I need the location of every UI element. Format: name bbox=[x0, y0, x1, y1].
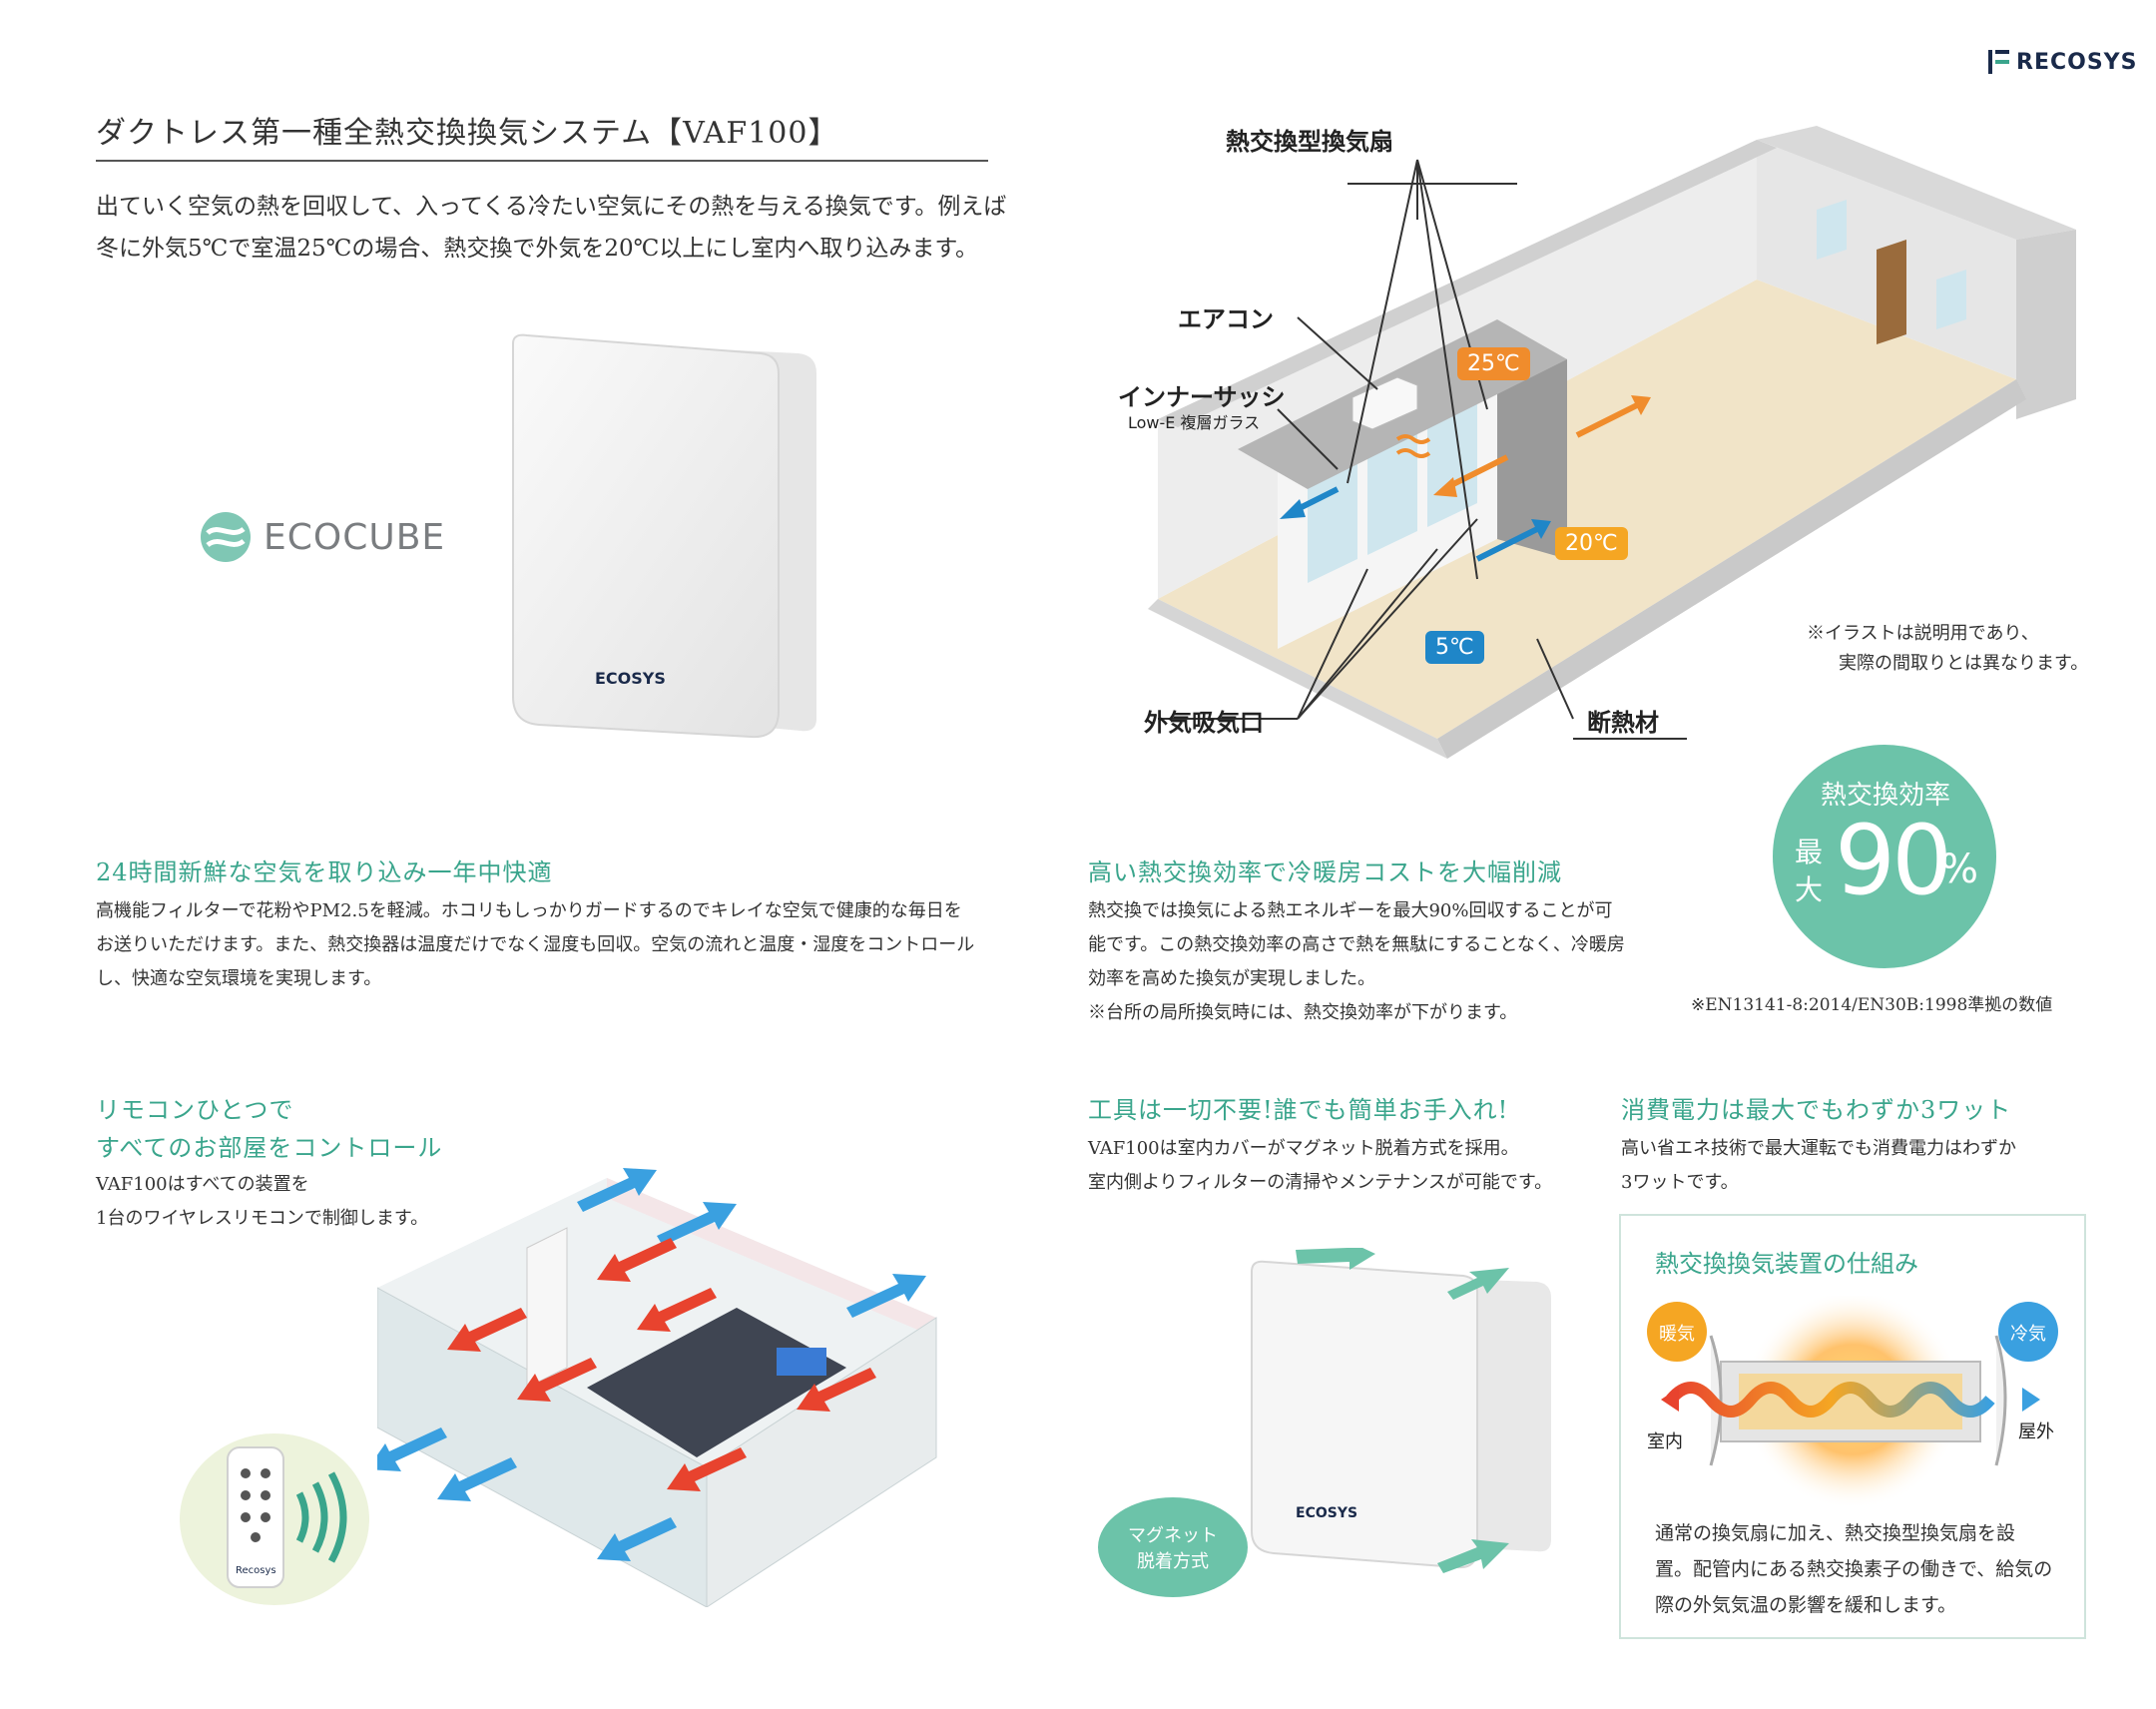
efficiency-badge-prefix-top: 最 bbox=[1795, 836, 1824, 868]
ecocube-logo: ECOCUBE bbox=[198, 509, 457, 565]
efficiency-badge-prefix-bottom: 大 bbox=[1795, 873, 1824, 906]
mechanism-title: 熱交換換気装置の仕組み bbox=[1655, 1250, 1918, 1278]
illustration-note: ※イラストは説明用であり、 実際の間取りとは異なります。 bbox=[1807, 619, 2116, 679]
efficiency-badge-unit: % bbox=[1940, 847, 1979, 892]
ecocube-logo-text: ECOCUBE bbox=[264, 517, 446, 558]
power-line-2: 3ワットです。 bbox=[1621, 1172, 1739, 1193]
mechanism-box: 熱交換換気装置の仕組み 暖気 冷気 室内 屋外 通常の換気扇に加え、熱交換 bbox=[1619, 1214, 2086, 1639]
efficiency-badge-value: 90 bbox=[1835, 805, 1952, 916]
mechanism-line-1: 通常の換気扇に加え、熱交換型換気扇を設 bbox=[1655, 1522, 2016, 1544]
magnet-badge: マグネット 脱着方式 bbox=[1098, 1497, 1248, 1597]
remote-line-1: VAF100はすべての装置を bbox=[96, 1174, 309, 1195]
intro-line-2: 冬に外気5℃で室温25℃の場合、熱交換で外気を20℃以上にし室内へ取り込みます。 bbox=[96, 236, 979, 262]
power-line-1: 高い省エネ技術で最大運転でも消費電力はわずか bbox=[1621, 1138, 2016, 1159]
heat-exchange-mechanism-diagram bbox=[1647, 1296, 2058, 1505]
mechanism-indoor-label: 室内 bbox=[1647, 1431, 1683, 1452]
maintenance-line-1: VAF100は室内カバーがマグネット脱着方式を採用。 bbox=[1088, 1138, 1519, 1159]
remote-line-2: 1台のワイヤレスリモコンで制御します。 bbox=[96, 1208, 429, 1229]
efficiency-line-4: ※台所の局所換気時には、熱交換効率が下がります。 bbox=[1088, 1002, 1518, 1023]
maintenance-device-logo: ECOSYS bbox=[1296, 1505, 1358, 1521]
remote-logo: Recosys bbox=[236, 1565, 276, 1576]
magnet-badge-line-1: マグネット bbox=[1128, 1525, 1218, 1546]
efficiency-heading: 高い熱交換効率で冷暖房コストを大幅削減 bbox=[1088, 858, 1562, 886]
efficiency-body: 熱交換では換気による熱エネルギーを最大90%回収することが可 能です。この熱交換… bbox=[1088, 894, 1667, 1030]
intro-text: 出ていく空気の熱を回収して、入ってくる冷たい空気にその熱を与える換気です。例えば… bbox=[96, 186, 1014, 270]
power-body: 高い省エネ技術で最大運転でも消費電力はわずか 3ワットです。 bbox=[1621, 1132, 2080, 1200]
maintenance-heading: 工具は一切不要!誰でも簡単お手入れ! bbox=[1088, 1096, 1509, 1124]
label-air-intake: 外気吸気口 bbox=[1144, 709, 1264, 737]
magnet-badge-line-2: 脱着方式 bbox=[1137, 1551, 1209, 1572]
maintenance-device-illustration: ECOSYS bbox=[1238, 1240, 1557, 1587]
temp-badge-20: 20℃ bbox=[1555, 527, 1628, 560]
efficiency-line-3: 効率を高めた換気が実現しました。 bbox=[1088, 968, 1375, 989]
device-logo: ECOSYS bbox=[595, 669, 666, 688]
efficiency-line-2: 能です。この熱交換効率の高さで熱を無駄にすることなく、冷暖房 bbox=[1088, 934, 1625, 955]
label-low-e-glass: Low-E 複層ガラス bbox=[1128, 413, 1261, 432]
illustration-note-line-2: 実際の間取りとは異なります。 bbox=[1839, 653, 2089, 674]
label-heat-exchange-fan: 熱交換型換気扇 bbox=[1226, 128, 1393, 156]
label-aircon: エアコン bbox=[1178, 305, 1274, 333]
illustration-note-line-1: ※イラストは説明用であり、 bbox=[1807, 623, 2039, 644]
mechanism-outdoor-label: 屋外 bbox=[2018, 1422, 2054, 1442]
house-diagram: 熱交換型換気扇 エアコン インナーサッシ Low-E 複層ガラス 外気吸気口 断… bbox=[1118, 120, 2116, 759]
ecocube-swirl-icon bbox=[201, 512, 251, 562]
room-airflow-illustration bbox=[367, 1168, 937, 1608]
maintenance-line-2: 室内側よりフィルターの清掃やメンテナンスが可能です。 bbox=[1088, 1172, 1553, 1193]
remote-control-icon bbox=[227, 1446, 347, 1588]
brand-logo-text: RECOSYS bbox=[2016, 50, 2138, 75]
title-divider bbox=[96, 160, 988, 162]
mechanism-line-3: 際の外気気温の影響を緩和します。 bbox=[1655, 1594, 1957, 1616]
product-image: ECOSYS bbox=[499, 329, 828, 749]
remote-heading-2: すべてのお部屋をコントロール bbox=[96, 1134, 443, 1162]
mechanism-cold-label: 冷気 bbox=[2010, 1324, 2046, 1345]
remote-heading-1: リモコンひとつで bbox=[96, 1096, 294, 1124]
mechanism-line-2: 置。配管内にある熱交換素子の働きで、給気の bbox=[1655, 1558, 2053, 1580]
intro-line-1: 出ていく空気の熱を回収して、入ってくる冷たい空気にその熱を与える換気です。例えば bbox=[96, 194, 1007, 220]
mechanism-warm-label: 暖気 bbox=[1659, 1324, 1695, 1345]
fresh-air-heading: 24時間新鮮な空気を取り込み一年中快適 bbox=[96, 858, 553, 886]
temp-badge-25: 25℃ bbox=[1457, 347, 1530, 380]
device-illustration bbox=[512, 333, 816, 739]
page-title: ダクトレス第一種全熱交換換気システム【VAF100】 bbox=[96, 116, 839, 151]
remote-body: VAF100はすべての装置を 1台のワイヤレスリモコンで制御します。 bbox=[96, 1168, 495, 1236]
efficiency-badge: 熱交換効率 最 大 90 % bbox=[1773, 745, 1996, 968]
remote-illustration: Recosys bbox=[180, 1433, 369, 1605]
magnet-cover-device-icon bbox=[1251, 1240, 1551, 1573]
mechanism-body: 通常の換気扇に加え、熱交換型換気扇を設 置。配管内にある熱交換素子の働きで、給気… bbox=[1655, 1515, 2064, 1623]
house-airflow-illustration bbox=[367, 1168, 996, 1608]
fresh-air-line-1: 高機能フィルターで花粉やPM2.5を軽減。ホコリもしっかりガードするのでキレイな… bbox=[96, 900, 962, 921]
temp-badge-5: 5℃ bbox=[1425, 631, 1484, 664]
label-insulation: 断熱材 bbox=[1587, 709, 1659, 737]
efficiency-line-1: 熱交換では換気による熱エネルギーを最大90%回収することが可 bbox=[1088, 900, 1613, 921]
recosys-logo-icon bbox=[1988, 50, 2009, 74]
power-heading: 消費電力は最大でもわずか3ワット bbox=[1621, 1096, 2012, 1124]
maintenance-body: VAF100は室内カバーがマグネット脱着方式を採用。 室内側よりフィルターの清掃… bbox=[1088, 1132, 1607, 1200]
efficiency-footnote: ※EN13141-8:2014/EN30B:1998準拠の数値 bbox=[1691, 995, 2053, 1015]
fresh-air-line-2: お送りいただけます。また、熱交換器は温度だけでなく湿度も回収。空気の流れと温度・… bbox=[96, 934, 975, 955]
efficiency-badge-title: 熱交換効率 bbox=[1821, 781, 1951, 811]
fresh-air-line-3: し、快適な空気環境を実現します。 bbox=[96, 968, 382, 989]
label-inner-sash: インナーサッシ bbox=[1118, 383, 1286, 411]
brand-logo: RECOSYS bbox=[1986, 46, 2136, 80]
fresh-air-body: 高機能フィルターで花粉やPM2.5を軽減。ホコリもしっかりガードするのでキレイな… bbox=[96, 894, 1014, 996]
